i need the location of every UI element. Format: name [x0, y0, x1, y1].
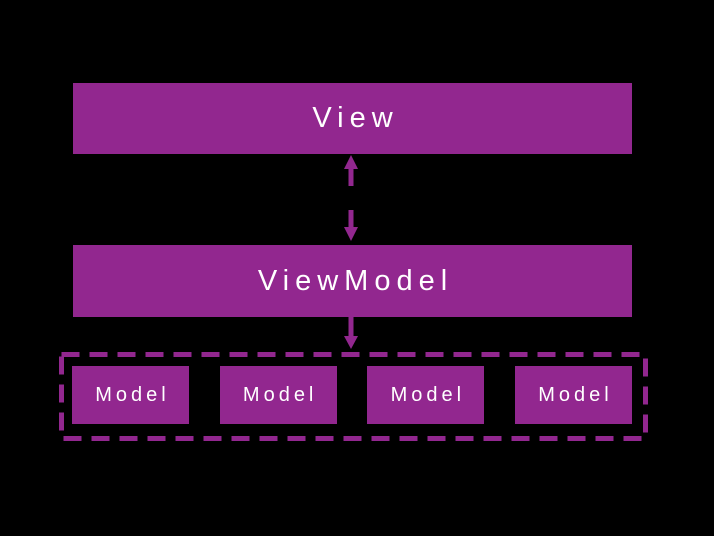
model-node-label: Model: [95, 383, 170, 406]
viewmodel-node-label: ViewModel: [257, 264, 454, 297]
model-node: Model: [367, 366, 485, 424]
down-arrow-icon: [344, 317, 358, 349]
viewmodel-node: ViewModel: [73, 245, 632, 317]
model-node-label: Model: [390, 383, 466, 406]
two-way-vertical-arrow-icon: [344, 155, 358, 241]
model-node: Model: [514, 366, 632, 424]
view-node: View: [73, 83, 632, 154]
view-node-label: View: [312, 102, 399, 134]
model-node-label: Model: [538, 383, 613, 406]
model-node: Model: [72, 366, 189, 424]
model-node: Model: [219, 366, 337, 424]
model-node-label: Model: [242, 383, 318, 406]
models-group: Model Model Model Model: [59, 352, 648, 441]
